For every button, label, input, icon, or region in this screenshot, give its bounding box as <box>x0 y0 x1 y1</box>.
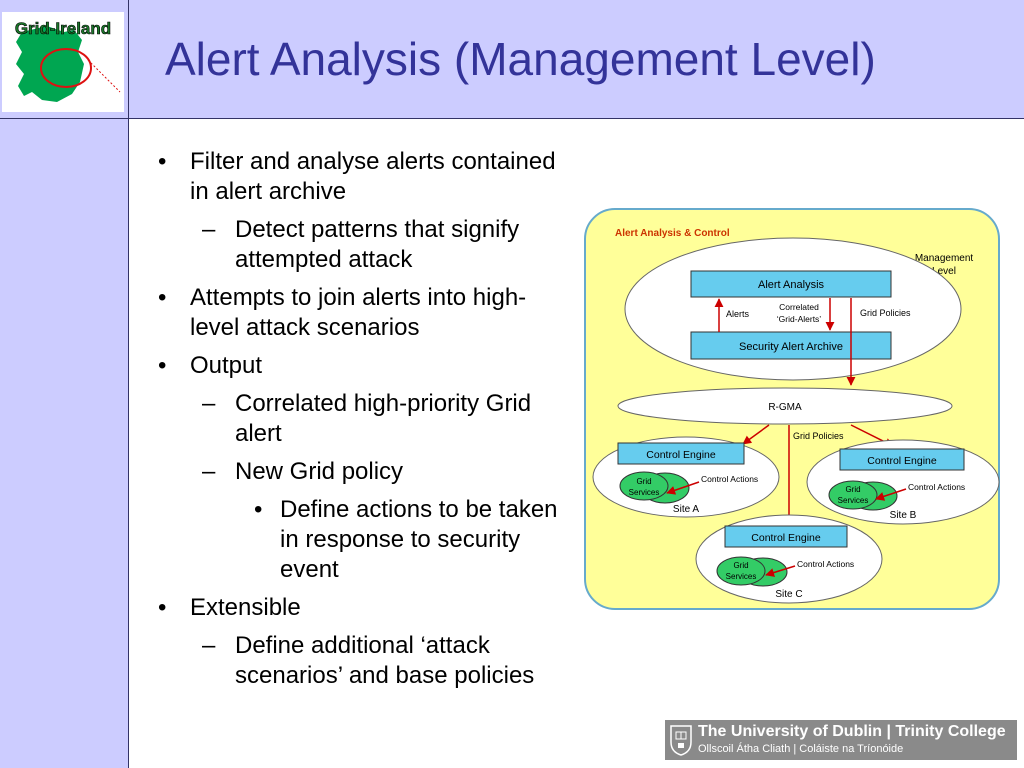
bullet-text: Output <box>190 352 263 379</box>
bullet-mark: • <box>158 148 167 175</box>
alerts-label: Alerts <box>726 309 750 319</box>
bullet-item: • Attempts to join alerts into high-level… <box>150 283 570 343</box>
site-b-control-actions-label: Control Actions <box>908 482 965 492</box>
site-b-grid-services-label-1: Grid <box>845 485 860 494</box>
site-c-control-arrow <box>765 565 796 577</box>
correlated-label-2: ‘Grid-Alerts’ <box>777 314 822 324</box>
site-c-control-engine-label: Control Engine <box>751 532 821 544</box>
alert-analysis-box <box>690 270 892 298</box>
bullet-mark: • <box>158 352 167 379</box>
grid-policies-label: Grid Policies <box>860 308 911 318</box>
bullet-text: New Grid policy <box>235 458 404 485</box>
bullet-text: Detect patterns that signify attempted a… <box>235 216 520 273</box>
title-band <box>0 0 1024 118</box>
sub-bullet-item: –New Grid policy <box>150 457 570 487</box>
site-a-control-actions-label: Control Actions <box>701 474 758 484</box>
dash-mark: – <box>202 216 216 243</box>
bullet-text: Filter and analyse alerts contained in a… <box>190 148 556 205</box>
logo-circle <box>40 48 92 88</box>
bullet-text: Extensible <box>190 594 301 621</box>
rgma-ellipse <box>617 387 953 425</box>
site-a-control-engine-label: Control Engine <box>646 449 716 461</box>
logo-dashed-line <box>87 59 121 93</box>
left-band <box>0 118 128 768</box>
bullet-text: Correlated high-priority Grid alert <box>235 390 532 447</box>
dash-mark: – <box>202 390 216 417</box>
university-seal-icon <box>670 725 692 756</box>
alert-analysis-diagram: Alert Analysis & Control Management Leve… <box>584 208 1000 610</box>
bullet-list: • Filter and analyse alerts contained in … <box>150 147 570 699</box>
correlated-label-1: Correlated <box>779 302 819 312</box>
footer-line-2: Ollscoil Átha Cliath | Coláiste na Tríon… <box>698 743 904 755</box>
bullet-mark: • <box>158 594 167 621</box>
site-a-grid-services-label-1: Grid <box>636 477 651 486</box>
rgma-to-site-a-arrow <box>742 424 770 445</box>
bullet-mark: • <box>254 496 263 523</box>
bullet-text: Attempts to join alerts into high-level … <box>190 284 527 341</box>
bullet-item: • Output <box>150 351 570 381</box>
bullet-text: Define additional ‘attack scenarios’ and… <box>235 632 535 689</box>
diagram-heading: Alert Analysis & Control <box>615 228 730 239</box>
sub-bullet-item: –Correlated high-priority Grid alert <box>150 389 570 449</box>
site-a-control-arrow <box>666 481 700 495</box>
management-level-label-1: Management <box>915 253 974 264</box>
dash-mark: – <box>202 458 216 485</box>
site-c-label: Site C <box>775 589 802 600</box>
grid-policies-label-2: Grid Policies <box>793 431 844 441</box>
bullet-item: • Filter and analyse alerts contained in … <box>150 147 570 207</box>
sub-sub-bullet-item: • Define actions to be taken in response … <box>150 495 570 585</box>
alert-analysis-label: Alert Analysis <box>758 279 825 291</box>
ireland-map-icon <box>16 26 84 102</box>
site-b-grid-services-label-2: Services <box>838 496 869 505</box>
site-b-control-engine-label: Control Engine <box>867 455 937 467</box>
svg-text:Grid-Ireland: Grid-Ireland <box>15 19 111 38</box>
site-c-grid-services-label-2: Services <box>726 572 757 581</box>
sub-bullet-item: –Detect patterns that signify attempted … <box>150 215 570 275</box>
sub-bullet-item: –Define additional ‘attack scenarios’ an… <box>150 631 570 691</box>
site-b-control-engine-box <box>839 448 965 471</box>
management-level-label-2: Level <box>932 266 956 277</box>
site-c-control-actions-label: Control Actions <box>797 559 854 569</box>
university-footer: The University of Dublin | Trinity Colle… <box>665 720 1017 760</box>
security-alert-archive-box <box>690 331 892 360</box>
footer-line-1: The University of Dublin | Trinity Colle… <box>698 723 1006 740</box>
site-b-label: Site B <box>890 510 917 521</box>
rgma-label: R-GMA <box>768 402 802 413</box>
site-a-control-engine-box <box>617 442 745 465</box>
grid-ireland-logo: Grid-Ireland <box>2 12 124 112</box>
slide-title: Alert Analysis (Management Level) <box>165 33 876 85</box>
site-c-control-engine-box <box>724 525 848 548</box>
vertical-divider <box>128 0 129 768</box>
site-a-grid-services-label-2: Services <box>629 488 660 497</box>
site-a-label: Site A <box>673 504 699 515</box>
site-c-grid-services <box>716 556 766 586</box>
site-c-grid-services-label-1: Grid <box>733 561 748 570</box>
site-b-control-arrow <box>875 488 907 501</box>
site-a-grid-services <box>619 471 669 501</box>
security-alert-archive-label: Security Alert Archive <box>739 341 843 353</box>
bullet-text: Define actions to be taken in response t… <box>280 496 558 583</box>
bullet-item: • Extensible <box>150 593 570 623</box>
dash-mark: – <box>202 632 216 659</box>
horizontal-divider <box>0 118 1024 119</box>
bullet-mark: • <box>158 284 167 311</box>
